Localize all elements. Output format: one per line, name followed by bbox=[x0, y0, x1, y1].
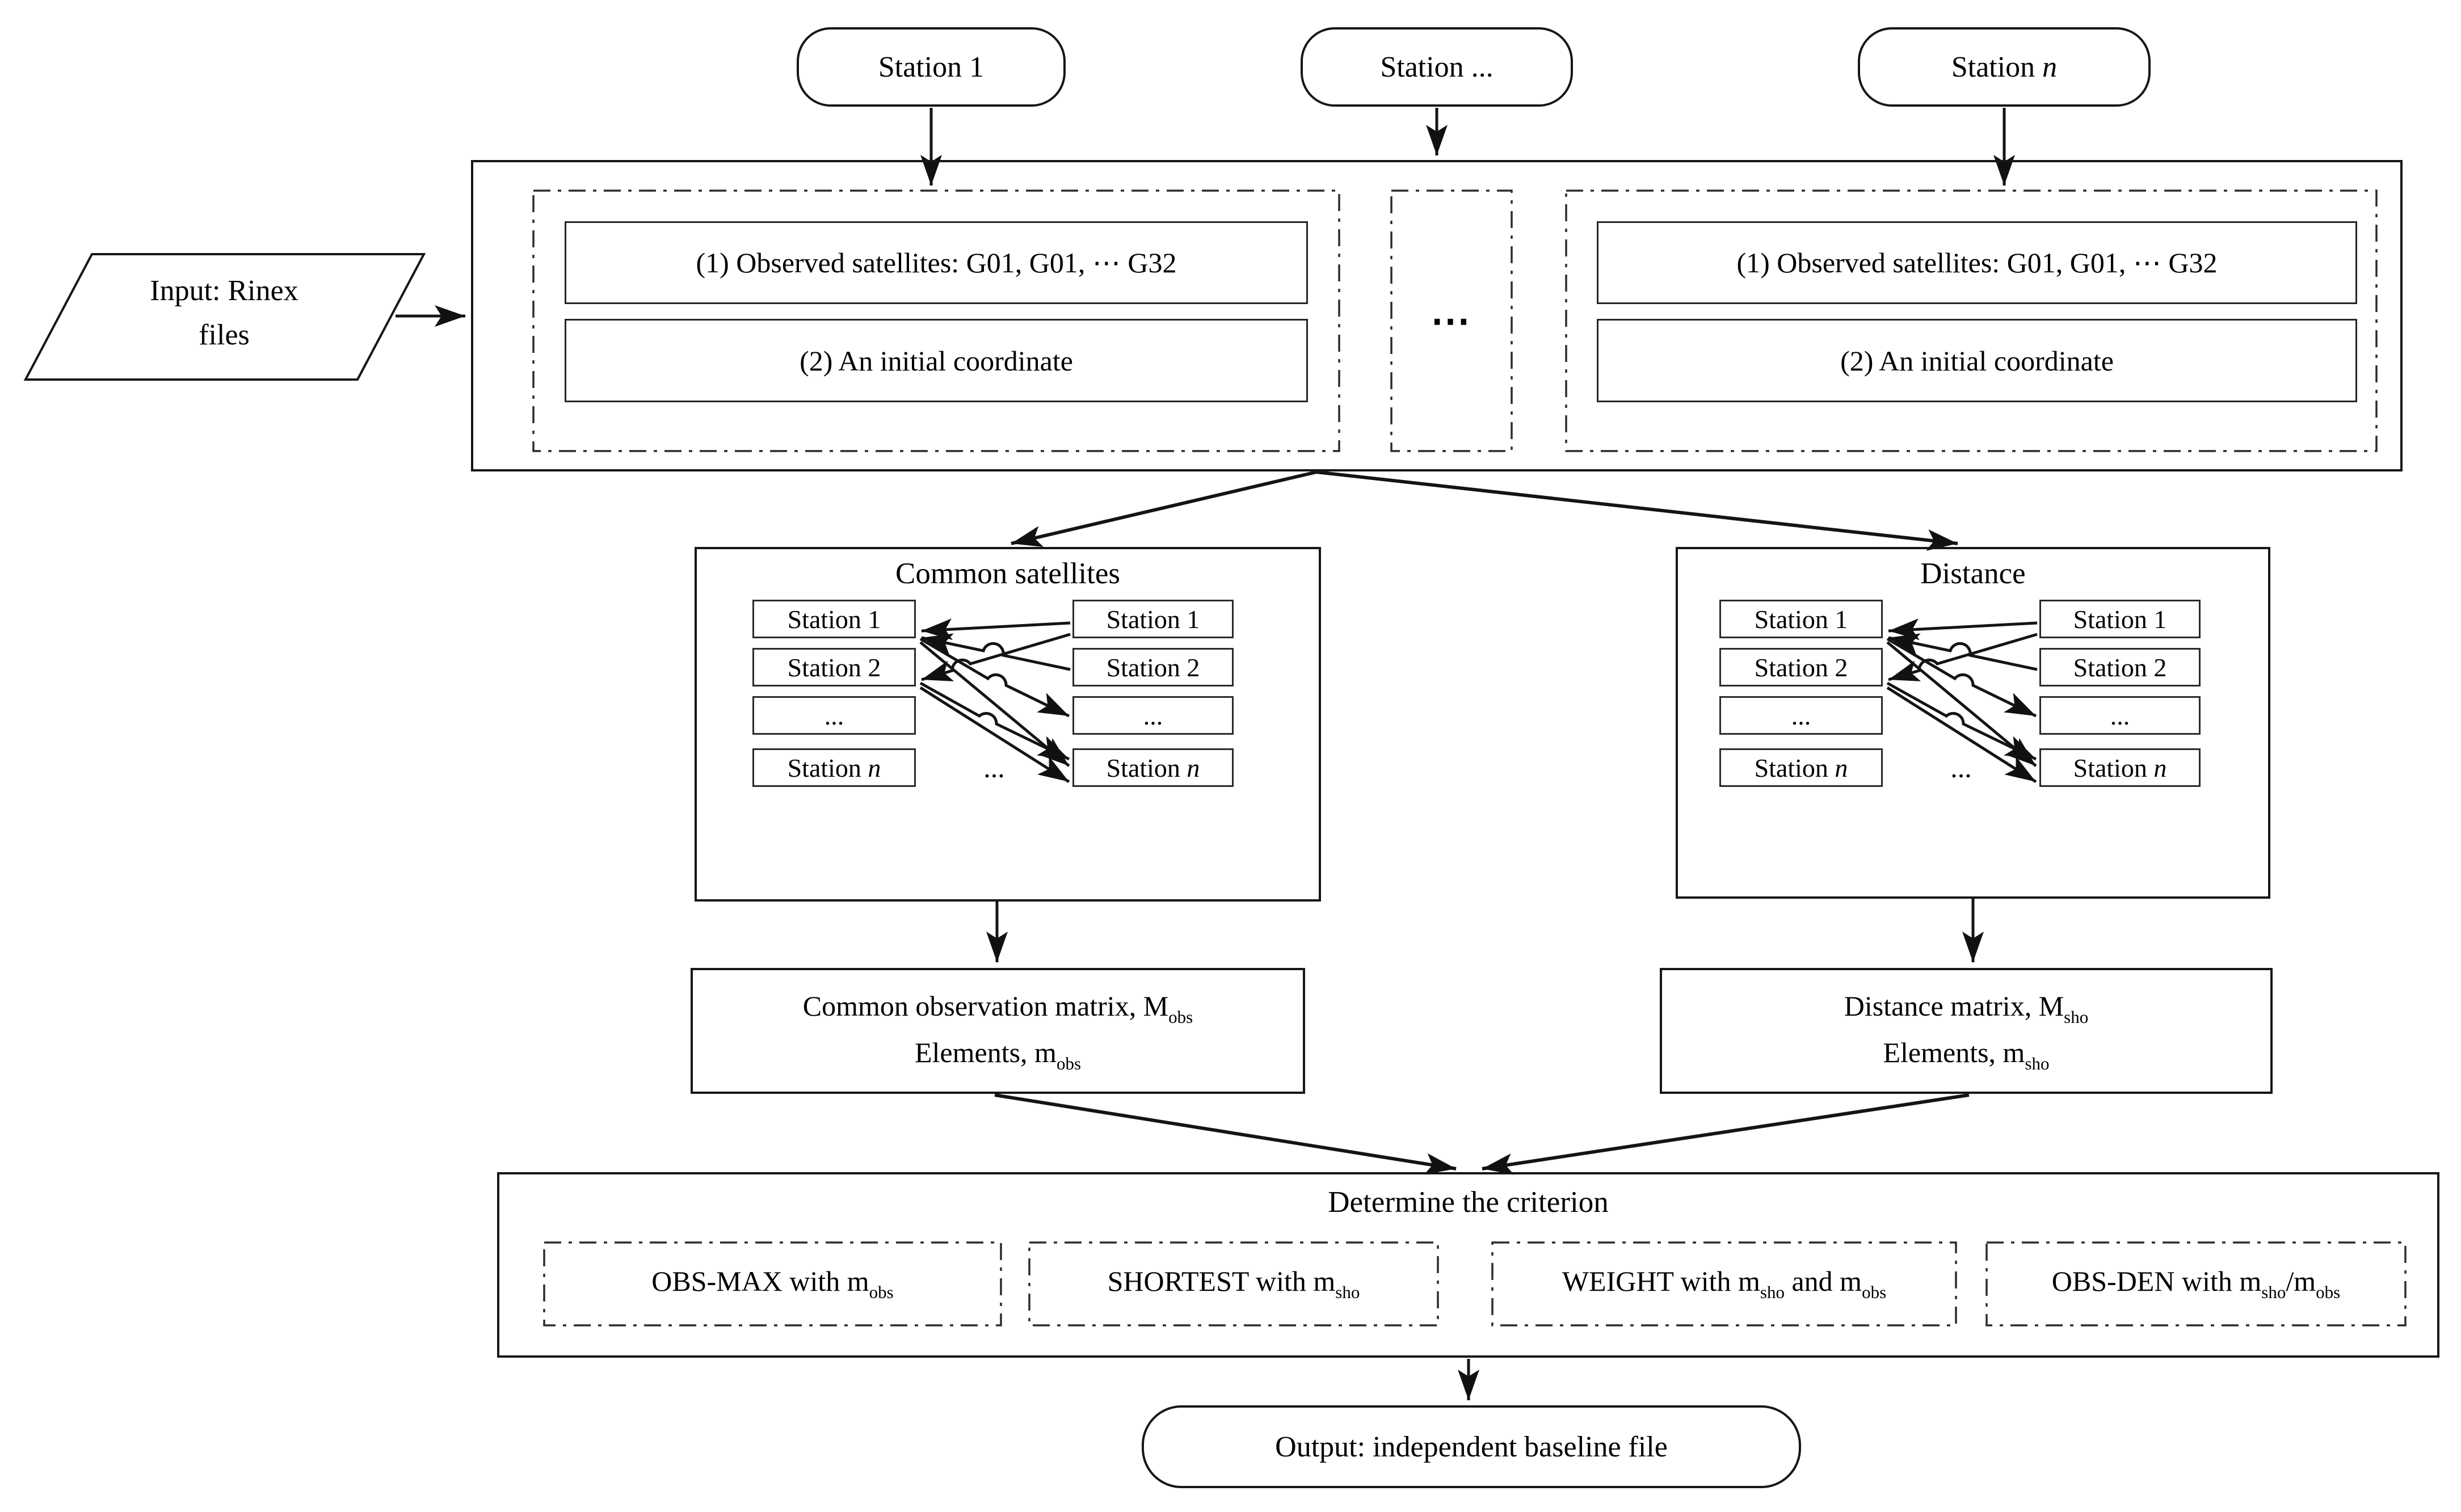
observed-satellites-text-left: (1) Observed satellites: G01, G01, ⋯ G32 bbox=[696, 247, 1177, 279]
distance-left-station-n: Station n bbox=[1719, 748, 1883, 787]
initial-coordinate-text-right: (2) An initial coordinate bbox=[1840, 344, 2114, 377]
obs-matrix-line1: Common observation matrix, Mobs bbox=[802, 989, 1193, 1027]
common-satellites-title: Common satellites bbox=[895, 557, 1120, 590]
station-1-node: Station 1 bbox=[797, 27, 1066, 107]
station-mid-label: Station ... bbox=[1380, 50, 1494, 83]
input-line2: files bbox=[199, 319, 250, 351]
observed-satellites-text-right: (1) Observed satellites: G01, G01, ⋯ G32 bbox=[1736, 247, 2218, 279]
output-node: Output: independent baseline file bbox=[1142, 1405, 1801, 1488]
obs-matrix-node: Common observation matrix, Mobs Elements… bbox=[691, 968, 1305, 1094]
initial-coordinate-text-left: (2) An initial coordinate bbox=[800, 344, 1073, 377]
common-left-station-2: Station 2 bbox=[752, 648, 916, 686]
common-left-ellipsis: ... bbox=[752, 696, 916, 735]
sho-matrix-line1: Distance matrix, Msho bbox=[1844, 989, 2089, 1027]
input-node: Input: Rinex files bbox=[96, 262, 352, 364]
criterion-panel bbox=[497, 1172, 2439, 1358]
common-right-station-1: Station 1 bbox=[1072, 600, 1234, 638]
common-left-station-1: Station 1 bbox=[752, 600, 916, 638]
output-label: Output: independent baseline file bbox=[1275, 1430, 1668, 1463]
common-right-ellipsis: ... bbox=[1072, 696, 1234, 735]
sho-matrix-line2: Elements, msho bbox=[1883, 1037, 2050, 1074]
station-n-node: Station n bbox=[1858, 27, 2151, 107]
stations-data-panel bbox=[471, 160, 2403, 471]
distance-right-station-2: Station 2 bbox=[2039, 648, 2201, 686]
distance-left-station-2: Station 2 bbox=[1719, 648, 1883, 686]
sho-matrix-node: Distance matrix, Msho Elements, msho bbox=[1660, 968, 2273, 1094]
initial-coordinate-box-left: (2) An initial coordinate bbox=[565, 319, 1308, 402]
distance-left-station-1: Station 1 bbox=[1719, 600, 1883, 638]
input-parallelogram-shape bbox=[23, 253, 426, 381]
criterion-title: Determine the criterion bbox=[1328, 1186, 1609, 1219]
distance-left-ellipsis: ... bbox=[1719, 696, 1883, 735]
common-left-station-n: Station n bbox=[752, 748, 916, 787]
criterion-option-shortest: SHORTEST with msho bbox=[1107, 1265, 1360, 1303]
distance-right-ellipsis: ... bbox=[2039, 696, 2201, 735]
station-mid-node: Station ... bbox=[1301, 27, 1573, 107]
distance-panel bbox=[1676, 547, 2270, 899]
criterion-option-obs-max: OBS-MAX with mobs bbox=[651, 1265, 894, 1303]
input-line1: Input: Rinex bbox=[150, 275, 298, 307]
stations-ellipsis-group: ⋯ bbox=[1391, 191, 1512, 451]
distance-between-ellipsis: ... bbox=[1950, 752, 1972, 784]
common-satellites-panel bbox=[695, 547, 1321, 902]
criterion-option-obs-den: OBS-DEN with msho/mobs bbox=[2051, 1265, 2341, 1303]
criterion-option-weight: WEIGHT with msho and mobs bbox=[1562, 1265, 1887, 1303]
station-n-label: Station n bbox=[1951, 50, 2058, 83]
stations-ellipsis: ⋯ bbox=[1431, 300, 1473, 343]
observed-satellites-box-right: (1) Observed satellites: G01, G01, ⋯ G32 bbox=[1597, 221, 2357, 304]
distance-right-station-1: Station 1 bbox=[2039, 600, 2201, 638]
obs-matrix-line2: Elements, mobs bbox=[914, 1037, 1082, 1074]
distance-right-station-n: Station n bbox=[2039, 748, 2201, 787]
initial-coordinate-box-right: (2) An initial coordinate bbox=[1597, 319, 2357, 402]
station-1-label: Station 1 bbox=[878, 50, 985, 83]
common-right-station-2: Station 2 bbox=[1072, 648, 1234, 686]
observed-satellites-box-left: (1) Observed satellites: G01, G01, ⋯ G32 bbox=[565, 221, 1308, 304]
common-right-station-n: Station n bbox=[1072, 748, 1234, 787]
distance-title: Distance bbox=[1920, 557, 2026, 590]
common-between-ellipsis: ... bbox=[983, 752, 1005, 784]
